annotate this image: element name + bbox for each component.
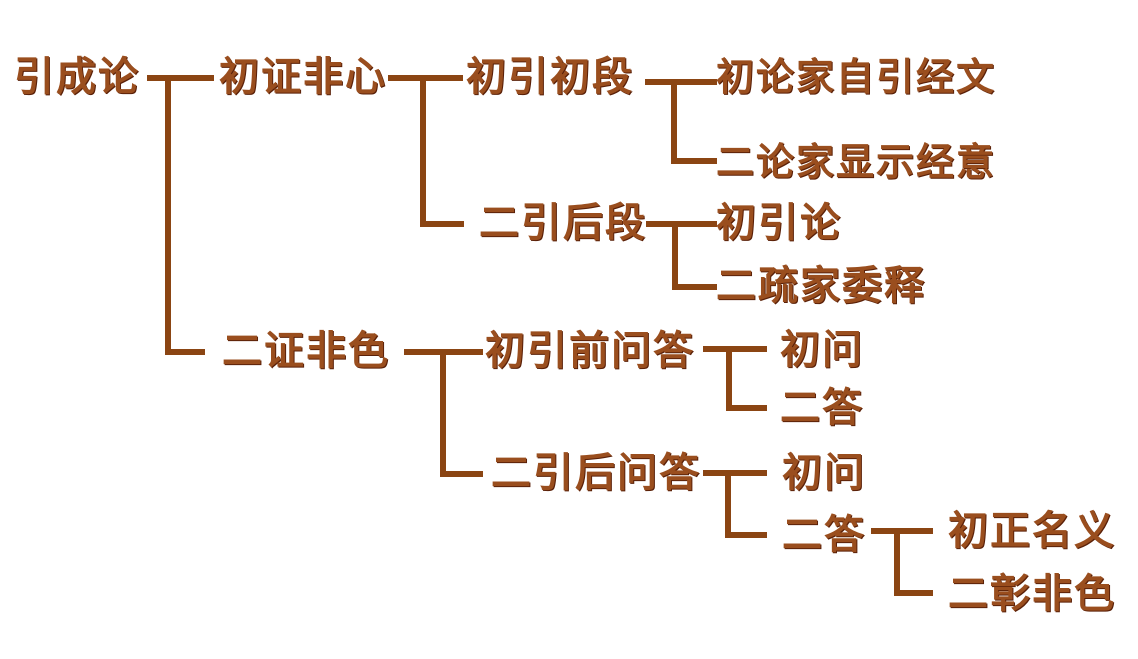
tree-node-1-1: 初引初段	[466, 53, 634, 100]
tree-node-1-1-2: 二论家显示经意	[716, 139, 997, 184]
connector-line	[894, 528, 900, 596]
connector-line	[420, 75, 426, 227]
tree-node-1-2: 二引后段	[479, 199, 647, 246]
tree-node-2-2-1: 初问	[782, 449, 866, 496]
tree-node-2: 二证非色	[222, 327, 390, 374]
connector-line	[147, 75, 214, 81]
connector-line	[671, 158, 717, 164]
connector-line	[672, 221, 678, 290]
tree-node-2-1: 初引前问答	[485, 327, 695, 374]
connector-line	[725, 470, 731, 538]
tree-node-1: 初证非心	[219, 53, 387, 100]
tree-node-2-1-1: 初问	[780, 326, 864, 373]
connector-line	[726, 346, 732, 411]
tree-node-root: 引成论	[14, 53, 140, 100]
tree-node-2-2-2-1: 初正名义	[948, 507, 1116, 554]
tree-node-2-2-2: 二答	[782, 511, 866, 558]
tree-node-2-2-2-2: 二彰非色	[948, 570, 1116, 617]
connector-line	[871, 528, 933, 534]
tree-node-1-2-1: 初引论	[716, 199, 842, 246]
connector-line	[671, 79, 677, 164]
connector-line	[725, 532, 767, 538]
connector-line	[645, 79, 717, 85]
connector-line	[703, 470, 767, 476]
tree-node-2-1-2: 二答	[780, 384, 864, 431]
connector-line	[165, 349, 205, 355]
tree-node-2-2: 二引后问答	[491, 449, 701, 496]
connector-line	[646, 221, 717, 227]
connector-line	[440, 471, 483, 477]
connector-line	[420, 221, 464, 227]
tree-node-1-1-1: 初论家自引经文	[716, 54, 997, 99]
connector-line	[165, 75, 171, 355]
connector-line	[726, 405, 767, 411]
connector-line	[672, 284, 717, 290]
tree-node-1-2-2: 二疏家委释	[716, 262, 926, 309]
connector-line	[894, 590, 933, 596]
connector-line	[703, 346, 767, 352]
connector-line	[440, 349, 446, 477]
